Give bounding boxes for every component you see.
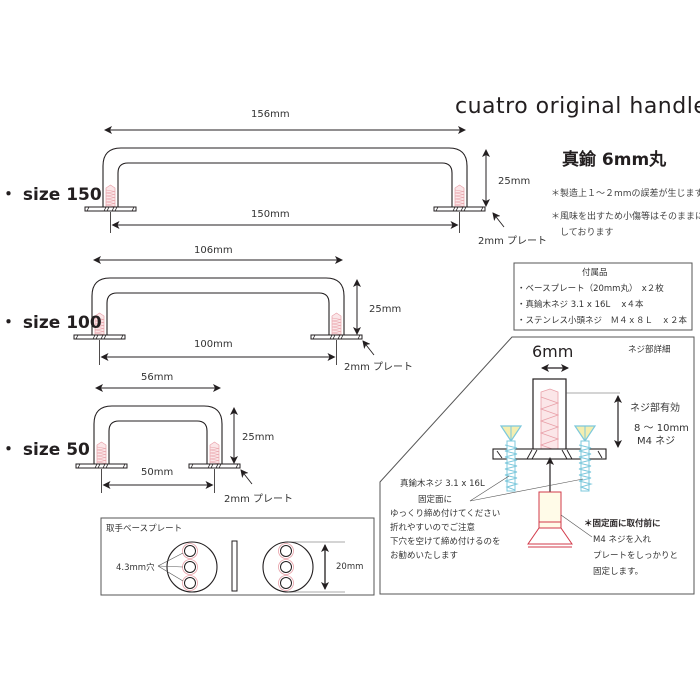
product-title: cuatro original handle: [455, 94, 700, 119]
size-150-inner-profile: [117, 162, 453, 207]
screw-detail-box: [379, 336, 695, 595]
wood-screw-label: 真鍮木ネジ 3.1 x 16L: [400, 479, 485, 489]
size-150-plate-leader: [492, 212, 505, 228]
wood-screw-note: お勧めいたします: [390, 551, 459, 561]
wood-screw-note: ゆっくり締め付けてください: [390, 509, 501, 519]
accessories-box: [513, 262, 693, 331]
screw-detail-drawing: [469, 364, 622, 548]
wood-screw-note: 固定面に: [418, 495, 453, 505]
size-50-handle-drawing: [75, 384, 253, 493]
accessory-item: ・ステンレス小頭ネジ Ｍ４ｘ８Ｌ ｘ２本: [517, 316, 688, 326]
base-plate-icon: [188, 463, 241, 469]
screw-detail-title: ネジ部詳細: [628, 345, 671, 355]
size-50-outer-profile: [93, 405, 223, 464]
note-finish-cont: しております: [551, 228, 614, 238]
size-100-inner-profile: [106, 292, 330, 335]
note-finish: ＊風味を出すため小傷等はそのままに: [551, 212, 700, 222]
size-50-label: ・ size 50: [0, 440, 90, 460]
base-plate-icon: [433, 206, 486, 212]
size-50-plate-leader: [240, 469, 253, 485]
size-50-pitch: 50mm: [141, 467, 174, 478]
size-50-height: 25mm: [242, 432, 275, 443]
mount-note: 固定します。: [593, 567, 644, 577]
accessory-item: ・ベースプレート（20mm丸） x２枚: [517, 284, 664, 294]
size-100-outer-profile: [91, 277, 345, 335]
size-150-height: 25mm: [498, 176, 531, 187]
wood-screw-note: 折れやすいのでご注意: [390, 523, 476, 533]
screw-diameter: 6mm: [532, 342, 574, 361]
thread-type: M4 ネジ: [637, 436, 676, 447]
size-100-label: ・ size 100: [0, 313, 102, 333]
accessories-title: 付属品: [582, 268, 608, 278]
size-100-outer-width: 106mm: [194, 245, 233, 256]
size-100-plate-leader: [362, 340, 375, 356]
base-plate-icon: [73, 334, 126, 340]
base-plate-drawing: [157, 540, 345, 593]
base-plate-icon: [310, 334, 363, 340]
size-150-pitch: 150mm: [251, 209, 290, 220]
size-50-outer-width: 56mm: [141, 372, 174, 383]
size-150-outer-width: 156mm: [251, 109, 290, 120]
base-plate-icon: [84, 206, 137, 212]
mount-heading: ＊固定面に取付前に: [584, 519, 661, 529]
size-100-handle-drawing: [73, 256, 375, 365]
accessory-item: ・真鍮木ネジ 3.1 x 16L x４本: [517, 300, 644, 310]
base-plate-diameter: 20mm: [336, 562, 364, 572]
size-150-handle-drawing: [84, 126, 505, 233]
mount-note: M4 ネジを入れ: [593, 535, 651, 545]
note-tolerance: ＊製造上１～２mmの誤差が生じます: [551, 189, 700, 199]
size-150-outer-profile: [102, 147, 468, 207]
size-150-label: ・ size 150: [0, 185, 102, 205]
mount-note: プレートをしっかりと: [593, 551, 679, 561]
size-100-height: 25mm: [369, 304, 402, 315]
base-plate-title: 取手ベースプレート: [106, 524, 183, 534]
material-label: 真鍮 6mm丸: [562, 150, 667, 170]
handles-layer: [73, 126, 505, 493]
base-plate-icon: [75, 463, 128, 469]
thread-effective-label: ネジ部有効: [630, 403, 680, 414]
thread-length: 8 ～ 10mm: [634, 423, 689, 434]
hole-label: 4.3mm穴: [116, 563, 155, 573]
size-150-plate: 2mm プレート: [478, 236, 548, 247]
size-100-plate: 2mm プレート: [344, 362, 414, 373]
size-50-plate: 2mm プレート: [224, 494, 294, 505]
wood-screw-note: 下穴を空けて締め付けるのを: [390, 537, 501, 547]
size-50-inner-profile: [108, 420, 208, 464]
base-plate-box: [100, 517, 375, 596]
size-100-pitch: 100mm: [194, 339, 233, 350]
